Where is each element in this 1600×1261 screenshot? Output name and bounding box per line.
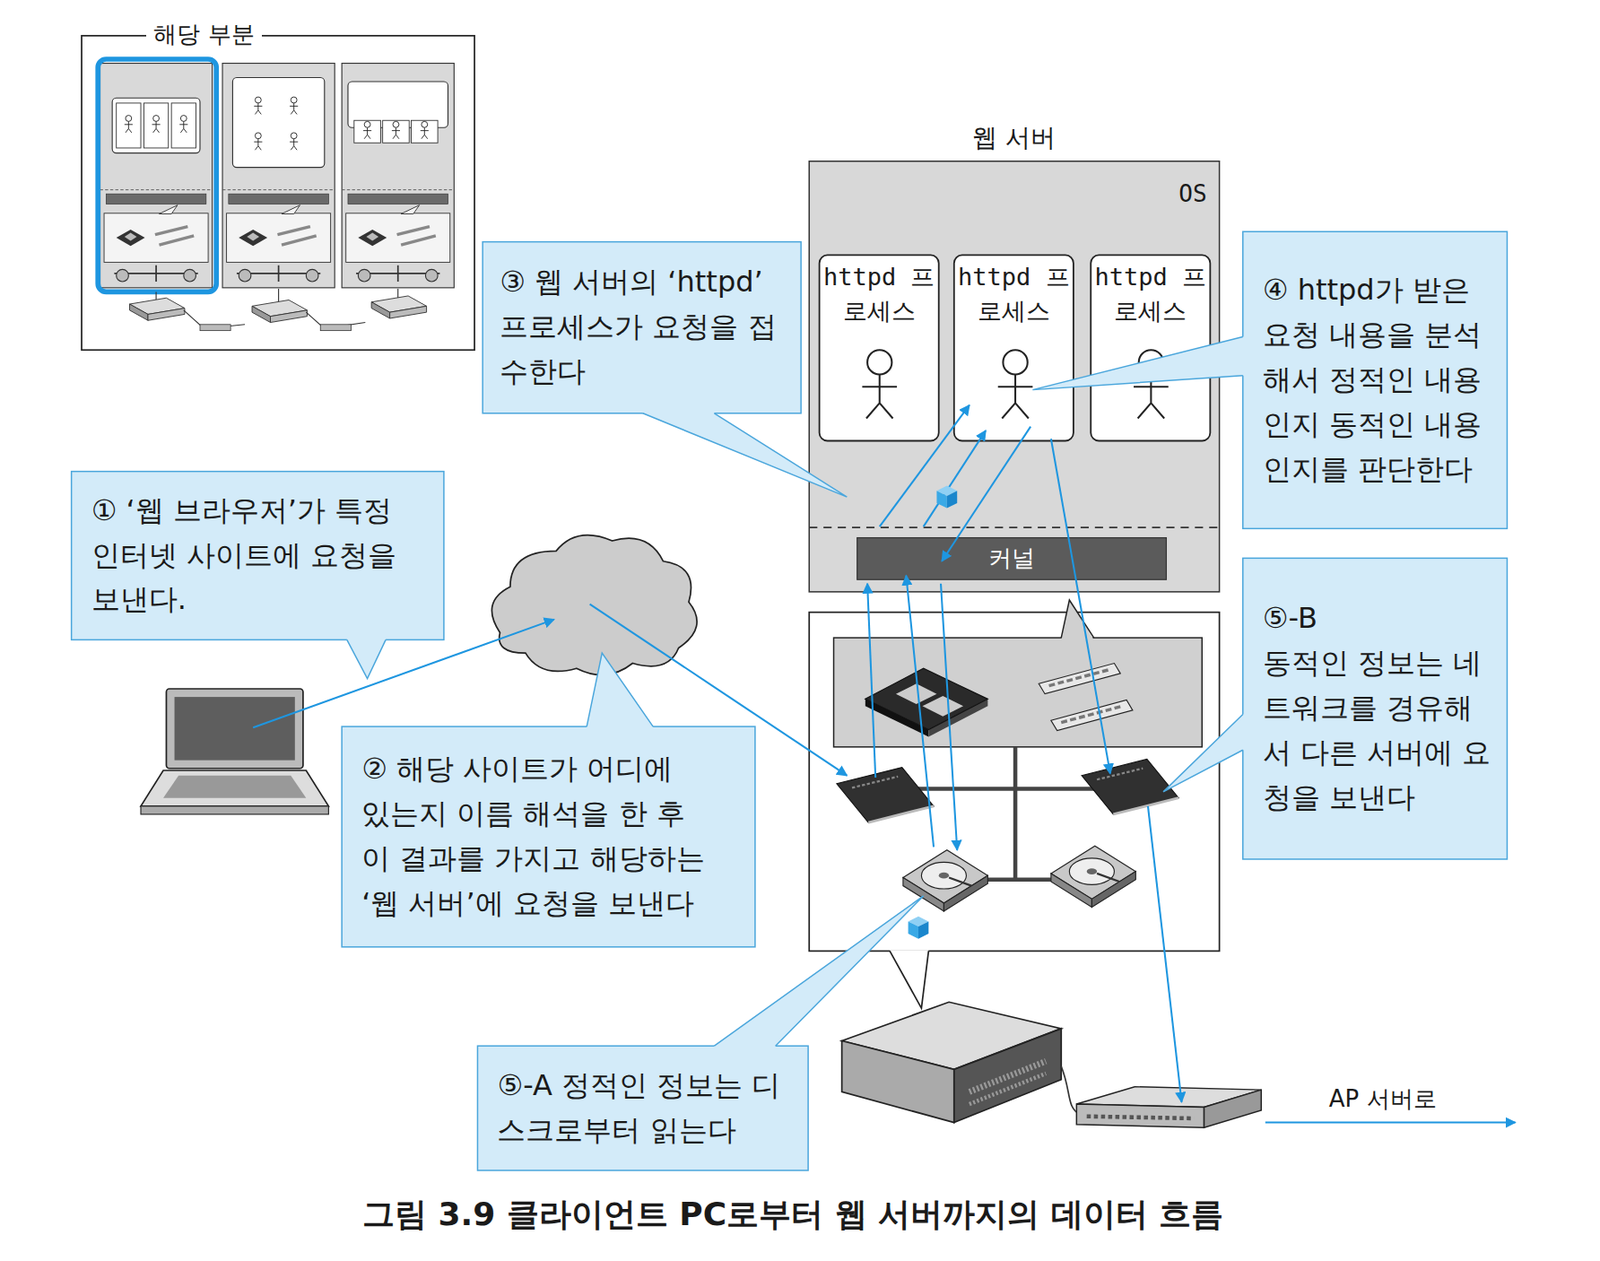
callout-box: ④ httpd가 받은 요청 내용을 분석해서 정적인 내용인지 동적인 내용인…: [1243, 231, 1508, 529]
caption-holder: 그림 3.9 클라이언트 PC로부터 웹 서버까지의 데이터 흐름: [362, 1194, 1224, 1235]
callout-box-shape: [1243, 231, 1508, 529]
callout-tails: [347, 336, 1246, 1049]
process-box-shape: [819, 254, 940, 441]
process-label: httpd 프로세스: [819, 254, 940, 329]
destination-label: AP 서버로: [1329, 1084, 1437, 1114]
callout-box-shape: [1243, 557, 1508, 860]
process-box: httpd 프로세스: [1090, 254, 1210, 441]
callout-box-shape: [71, 471, 444, 641]
callout-text: ② 해당 사이트가 어디에 있는지 이름 해석을 한 후 이 결과를 가지고 해…: [361, 747, 711, 927]
callout-box-shape: [482, 242, 801, 414]
figure-caption: 그림 3.9 클라이언트 PC로부터 웹 서버까지의 데이터 흐름: [362, 1194, 1224, 1235]
callout-box: ⑤-B동적인 정보는 네트워크를 경유해서 다른 서버에 요청을 보낸다: [1243, 557, 1508, 860]
data-cube: [936, 486, 957, 509]
callout-text: 동적인 정보는 네트워크를 경유해서 다른 서버에 요청을 보낸다: [1262, 641, 1492, 821]
callout-text: ③ 웹 서버의 ‘httpd’ 프로세스가 요청을 접수한다: [499, 260, 784, 395]
process-box: httpd 프로세스: [954, 254, 1074, 441]
callout-box: ① ‘웹 브라우저’가 특정 인터넷 사이트에 요청을 보낸다.: [71, 471, 444, 641]
callout-text: ⑤-A 정적인 정보는 디스크로부터 읽는다: [496, 1063, 791, 1154]
callout-box: ③ 웹 서버의 ‘httpd’ 프로세스가 요청을 접수한다: [482, 242, 801, 414]
data-flow-arrows: [252, 405, 1515, 1123]
data-cube: [908, 916, 930, 940]
os-kernel-divider: [808, 526, 1219, 529]
laptop-icon: [140, 688, 329, 815]
hardware: [808, 600, 1219, 1009]
label-holder: 해당 부분: [146, 19, 261, 49]
callout-text: ① ‘웹 브라우저’가 특정 인터넷 사이트에 요청을 보낸다.: [91, 488, 427, 624]
inset-title: 해당 부분: [146, 19, 261, 49]
process-label: httpd 프로세스: [954, 254, 1074, 329]
internet-cloud: [491, 535, 697, 676]
network-switch: [1076, 1086, 1261, 1129]
process-figures: [861, 349, 1168, 418]
node-shapes: [71, 161, 1508, 1171]
server-label: 웹 서버: [808, 118, 1219, 158]
callout-box-shape: [341, 726, 756, 948]
process-box: httpd 프로세스: [819, 254, 940, 441]
process-box-shape: [1090, 254, 1210, 441]
server-rack: [842, 1001, 1080, 1122]
os-box: 웹 서버OShttpd 프로세스httpd 프로세스httpd 프로세스커널: [808, 161, 1219, 592]
server-label: OS: [808, 180, 1219, 208]
callout-box: ⑤-A 정적인 정보는 디스크로부터 읽는다: [477, 1045, 809, 1171]
process-label: httpd 프로세스: [1090, 254, 1210, 329]
drawing: [81, 35, 1516, 1128]
callout-text: ⑤-B: [1262, 596, 1492, 642]
label-holder: AP 서버로: [1329, 1084, 1437, 1114]
os-box-shape: [808, 161, 1219, 592]
callout-box-shape: [477, 1045, 809, 1171]
kernel-band: 커널: [857, 538, 1167, 581]
kernel-band-shape: [857, 538, 1167, 581]
callout-text: ④ httpd가 받은 요청 내용을 분석해서 정적인 내용인지 동적인 내용인…: [1262, 268, 1492, 493]
kernel-label: 커널: [988, 542, 1035, 574]
callout-box: ② 해당 사이트가 어디에 있는지 이름 해석을 한 후 이 결과를 가지고 해…: [341, 726, 756, 948]
process-box-shape: [954, 254, 1074, 441]
inset-thumbnail: [81, 35, 475, 350]
